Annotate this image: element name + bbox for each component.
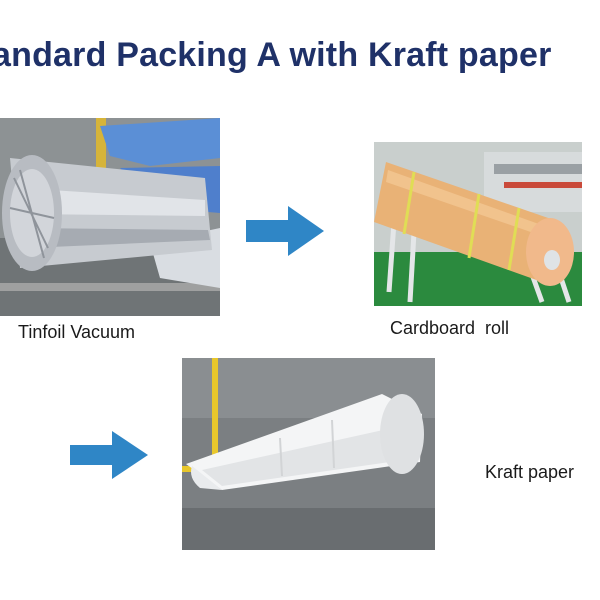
- step-label-tinfoil-vacuum: Tinfoil Vacuum: [18, 322, 136, 342]
- arrow-right-icon: [70, 431, 148, 479]
- step-label-cardboard-roll: Cardboard roll: [390, 318, 510, 338]
- tinfoil-vacuum-photo: [0, 118, 220, 316]
- step-label-kraft-paper: Kraft paper: [485, 462, 575, 482]
- cardboard-roll-photo: [374, 142, 582, 306]
- page-title: andard Packing A with Kraft paper: [0, 36, 552, 74]
- kraft-paper-photo: [182, 358, 435, 550]
- arrow-right-icon: [246, 206, 324, 256]
